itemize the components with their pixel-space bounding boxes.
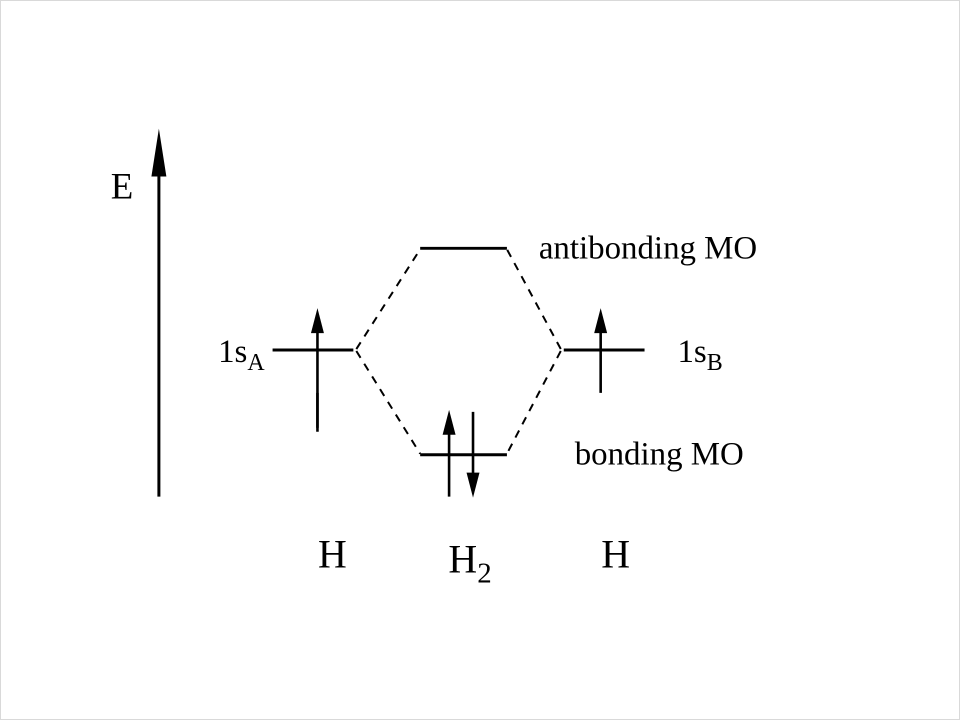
- molecule-label: H2: [448, 536, 491, 589]
- energy-axis: E: [111, 128, 167, 497]
- electron-arrowhead-icon: [594, 308, 608, 334]
- electron-arrowhead-icon: [442, 409, 456, 435]
- electron-spin-up-arrow-icon: [442, 409, 456, 497]
- atom-right-label: H: [601, 531, 630, 576]
- electron-spin-up-arrow-icon: [310, 308, 324, 432]
- atom-labels: H H2 H: [318, 531, 630, 589]
- electron-spin-down-arrow-icon: [466, 411, 480, 498]
- antibonding-mo-label: antibonding MO: [539, 230, 757, 266]
- electron-arrowhead-icon: [466, 472, 480, 498]
- atomic-orbital-right-label: 1sB: [677, 334, 722, 376]
- correlation-line-left-antibonding: [355, 248, 422, 350]
- atomic-orbital-left-label: 1sA: [218, 334, 265, 376]
- correlation-line-right-antibonding: [506, 248, 562, 350]
- bonding-mo-label: bonding MO: [575, 437, 744, 473]
- antibonding-mo: antibonding MO: [420, 230, 757, 266]
- electron-arrowhead-icon: [310, 308, 324, 334]
- correlation-line-left-bonding: [355, 350, 422, 455]
- electron-spin-up-arrow-icon: [594, 308, 608, 393]
- atomic-orbital-right: 1sB: [563, 308, 723, 393]
- correlation-line-right-bonding: [506, 350, 562, 455]
- atom-left-label: H: [318, 531, 347, 576]
- bonding-mo: bonding MO: [420, 409, 744, 498]
- energy-axis-label: E: [111, 165, 134, 206]
- energy-axis-arrowhead-icon: [151, 128, 167, 177]
- atomic-orbital-left: 1sA: [218, 308, 354, 432]
- correlation-lines: [355, 248, 562, 455]
